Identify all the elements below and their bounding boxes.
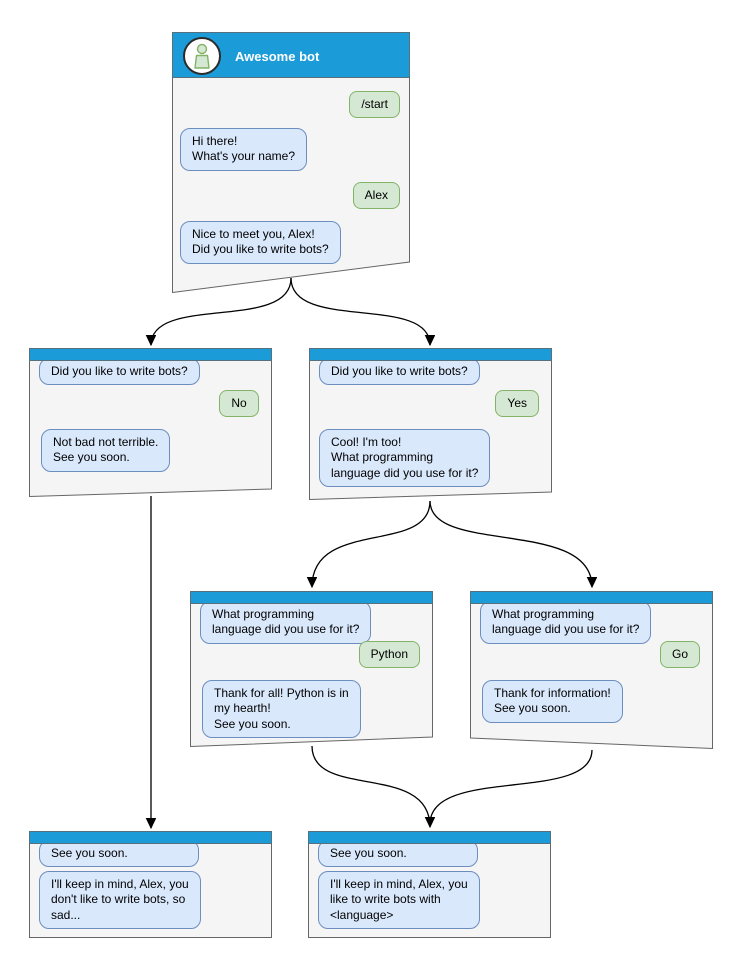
bot-message-bubble: Hi there! What's your name? [180, 128, 308, 171]
bot-message-bubble: Did you like to write bots? [319, 358, 480, 386]
user-message-bubble: /start [349, 91, 400, 119]
chat-header-strip [470, 591, 713, 604]
bot-message-bubble: Nice to meet you, Alex! Did you like to … [180, 221, 341, 264]
user-message-bubble: Yes [495, 390, 539, 418]
user-message-bubble: Alex [352, 182, 400, 210]
bot-message-bubble: I'll keep in mind, Alex, you like to wri… [318, 871, 480, 930]
bot-message-bubble: Thank for all! Python is in my hearth! S… [202, 680, 361, 739]
chat-header: Awesome bot [172, 32, 410, 78]
chat-header-strip [29, 831, 272, 844]
chat-header-strip [308, 831, 551, 844]
chat-card-yes-branch: Did you like to write bots? Yes Cool! I'… [309, 348, 552, 500]
edge-python-to-goodbye [311, 745, 430, 827]
edge-yes-to-python [312, 500, 431, 587]
bot-message-bubble: Thank for information! See you soon. [482, 680, 623, 723]
person-icon [194, 43, 210, 69]
bot-message-bubble: What programming language did you use fo… [480, 601, 652, 644]
user-message-bubble: Go [659, 641, 700, 669]
chat-title: Awesome bot [235, 48, 320, 64]
chat-card-python-branch: What programming language did you use fo… [190, 591, 433, 747]
chat-header-strip [29, 348, 272, 361]
bot-message-bubble: I'll keep in mind, Alex, you don't like … [39, 871, 201, 930]
chat-header-strip [309, 348, 552, 361]
edge-yes-to-go [429, 500, 592, 587]
bot-message-bubble: See you soon. [39, 840, 199, 868]
chat-card-goodbye-yes: See you soon. I'll keep in mind, Alex, y… [308, 831, 551, 938]
chat-header-strip [190, 591, 433, 604]
edge-go-to-goodbye [429, 749, 593, 825]
chat-card-no-branch: Did you like to write bots? No Not bad n… [29, 348, 272, 497]
bot-message-bubble: Did you like to write bots? [39, 358, 200, 386]
chat-card-go-branch: What programming language did you use fo… [470, 591, 713, 749]
chat-card-root: Awesome bot /start Hi there! What's your… [172, 32, 410, 293]
avatar [183, 37, 221, 75]
bot-message-bubble: Cool! I'm too! What programming language… [319, 429, 491, 488]
user-message-bubble: No [219, 390, 259, 418]
user-message-bubble: Python [358, 641, 420, 669]
chat-card-goodbye-no: See you soon. I'll keep in mind, Alex, y… [29, 831, 272, 938]
bot-message-bubble: Not bad not terrible. See you soon. [41, 429, 171, 472]
bot-message-bubble: See you soon. [318, 840, 478, 868]
bot-message-bubble: What programming language did you use fo… [200, 601, 372, 644]
